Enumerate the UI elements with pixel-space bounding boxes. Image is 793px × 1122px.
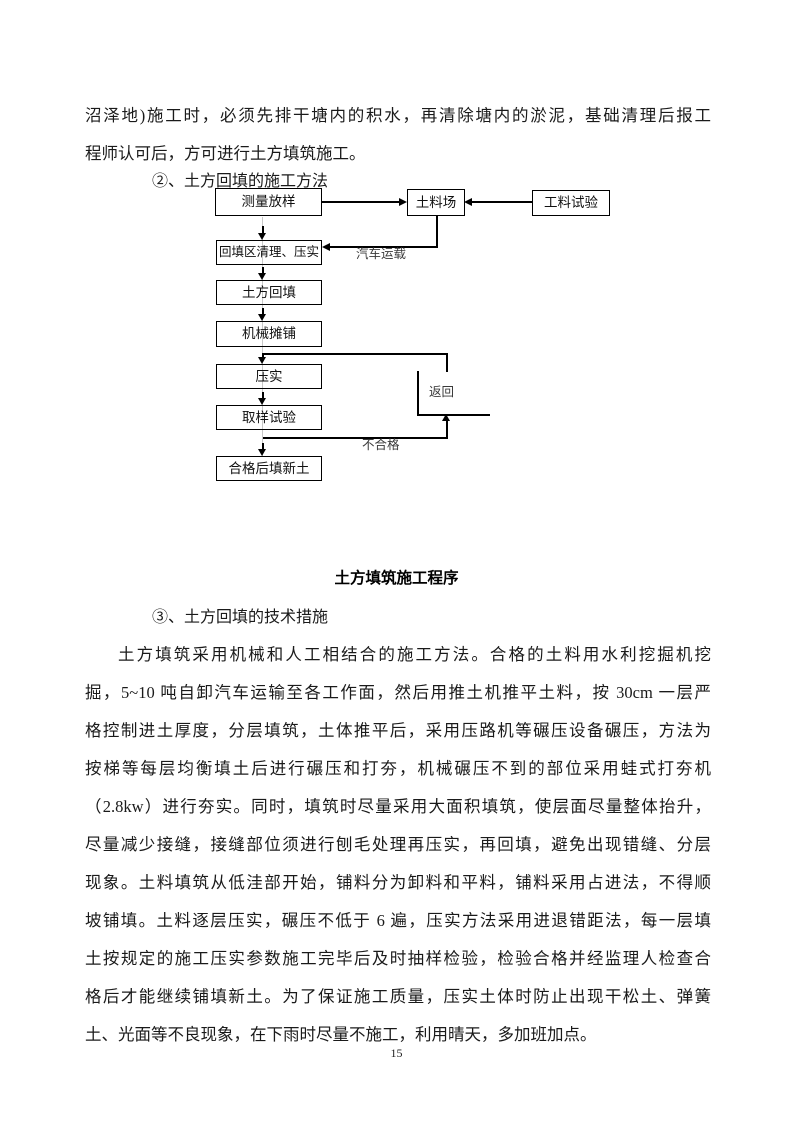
flow-line bbox=[262, 226, 264, 233]
flow-node-area-clean: 回填区清理、压实 bbox=[216, 240, 322, 265]
flowchart-title: 土方填筑施工程序 bbox=[334, 570, 459, 587]
flow-node-spread: 机械摊铺 bbox=[216, 321, 322, 347]
edge-label-truck: 汽车运载 bbox=[356, 247, 407, 261]
flow-node-backfill: 土方回填 bbox=[216, 280, 322, 305]
flow-node-new-fill: 合格后填新土 bbox=[216, 456, 322, 481]
flow-line bbox=[262, 443, 264, 449]
paragraph-line: 坡铺填。土料逐层压实，碾压不低于 6 遍，压实方法采用进退错距法，每一层填 bbox=[85, 911, 711, 930]
paragraph-line: 格后才能继续铺填新土。为了保证施工质量，压实土体时防止出现干松土、弹簧 bbox=[85, 987, 711, 1006]
flow-line bbox=[262, 392, 264, 398]
intro-paragraph: 沼泽地)施工时，必须先排干塘内的积水，再清除塘内的淤泥，基础清理后报工 程师认可… bbox=[85, 97, 711, 173]
arrow-up-icon bbox=[442, 414, 450, 421]
flow-line bbox=[417, 414, 490, 416]
section-2-heading: ②、土方回填的施工方法 bbox=[152, 173, 329, 190]
arrow-down-icon bbox=[258, 357, 266, 364]
flow-line bbox=[436, 216, 438, 248]
flow-line-fail bbox=[263, 437, 448, 439]
body-paragraph: 土方填筑采用机械和人工相结合的施工方法。合格的土料用水利挖掘机挖 掘，5~10 … bbox=[85, 636, 711, 1054]
arrow-down-icon bbox=[258, 398, 266, 405]
flow-node-survey: 测量放样 bbox=[215, 188, 322, 216]
connector-guide-line bbox=[262, 217, 263, 456]
paragraph-line: 按梯等每层均衡填土后进行碾压和打夯，机械碾压不到的部位采用蛙式打夯机 bbox=[85, 759, 711, 778]
flow-line bbox=[446, 421, 448, 438]
paragraph-line: 现象。土料填筑从低洼部开始，铺料分为卸料和平料，铺料采用占进法，不得顺 bbox=[85, 873, 711, 892]
flow-line bbox=[417, 371, 419, 416]
flow-line bbox=[262, 353, 264, 357]
paragraph-line: 程师认可后，方可进行土方填筑施工。 bbox=[85, 144, 366, 163]
flow-node-compact: 压实 bbox=[216, 364, 322, 389]
flow-line bbox=[322, 201, 399, 203]
paragraph-line: 土、光面等不良现象，在下雨时尽量不施工，利用晴天，多加班加点。 bbox=[85, 1025, 597, 1044]
arrow-down-icon bbox=[258, 273, 266, 280]
arrow-down-icon bbox=[258, 314, 266, 321]
flow-line bbox=[262, 308, 264, 314]
paragraph-line: 沼泽地)施工时，必须先排干塘内的积水，再清除塘内的淤泥，基础清理后报工 bbox=[85, 106, 711, 125]
flow-node-sampling: 取样试验 bbox=[216, 405, 322, 430]
arrow-right-icon bbox=[399, 198, 407, 206]
section-3-heading: ③、土方回填的技术措施 bbox=[152, 609, 329, 626]
arrow-left-icon bbox=[322, 243, 330, 251]
arrow-down-icon bbox=[258, 449, 266, 456]
edge-label-fail: 不合格 bbox=[362, 438, 400, 452]
arrow-left-icon bbox=[464, 198, 472, 206]
paragraph-line: 土方填筑采用机械和人工相结合的施工方法。合格的土料用水利挖掘机挖 bbox=[118, 645, 711, 664]
paragraph-line: 尽量减少接缝，接缝部位须进行刨毛处理再压实，再回填，避免出现错缝、分层 bbox=[85, 835, 711, 854]
paragraph-line: （2.8kw）进行夯实。同时，填筑时尽量采用大面积填筑，使层面尽量整体抬升， bbox=[85, 797, 711, 816]
flow-line-return-top bbox=[263, 353, 448, 355]
flow-line bbox=[330, 246, 438, 248]
flow-line bbox=[262, 267, 264, 273]
edge-label-return: 返回 bbox=[429, 385, 455, 399]
paragraph-line: 土按规定的施工压实参数施工完毕后及时抽样检验，检验合格并经监理人检查合 bbox=[85, 949, 711, 968]
paragraph-line: 格控制进土厚度，分层填筑，土体推平后，采用压路机等碾压设备碾压，方法为 bbox=[85, 721, 711, 740]
paragraph-line: 掘，5~10 吨自卸汽车运输至各工作面，然后用推土机推平土料，按 30cm 一层… bbox=[85, 683, 711, 702]
flow-line bbox=[472, 201, 532, 203]
flow-node-soil-yard: 土料场 bbox=[407, 189, 465, 216]
arrow-down-icon bbox=[258, 233, 266, 240]
flow-line bbox=[446, 353, 448, 372]
page-number: 15 bbox=[390, 1046, 403, 1060]
flow-node-material-test: 工料试验 bbox=[532, 190, 610, 216]
